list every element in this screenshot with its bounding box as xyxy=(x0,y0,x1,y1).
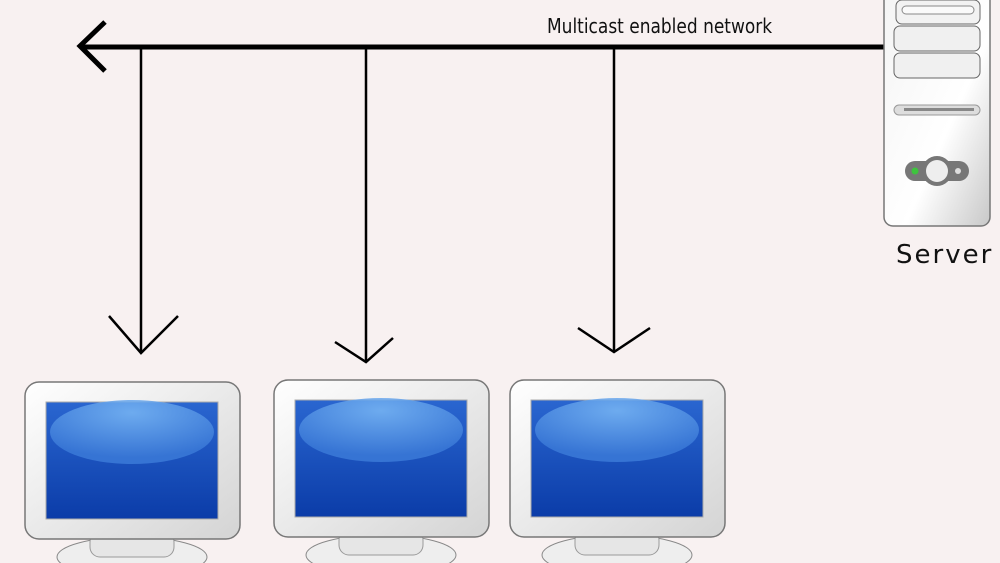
server-icon xyxy=(883,0,991,227)
network-bus-arrow xyxy=(76,20,884,73)
server-label: Server xyxy=(896,240,994,270)
client-3-monitor-icon xyxy=(509,379,726,563)
network-label: Multicast enabled network xyxy=(547,14,773,38)
client-1-monitor-icon xyxy=(24,381,241,563)
arrow-to-client-2 xyxy=(334,47,394,364)
client-2-monitor-icon xyxy=(273,379,490,563)
arrow-to-client-1 xyxy=(108,47,179,355)
arrow-to-client-3 xyxy=(577,47,651,354)
